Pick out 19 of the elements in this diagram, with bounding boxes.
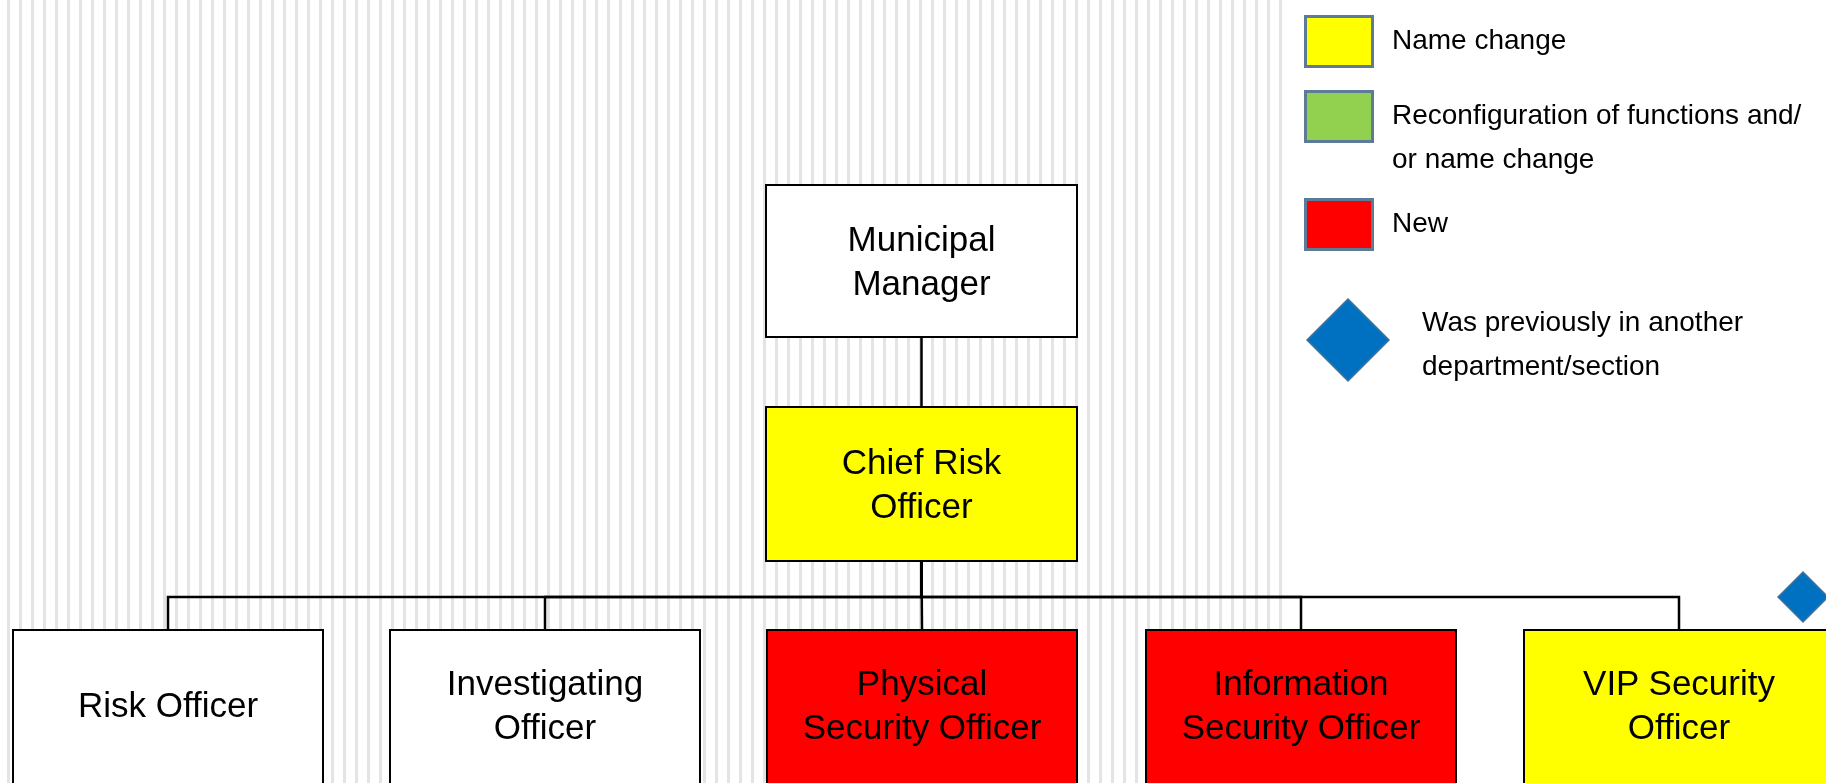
connector-line [920,338,923,406]
legend-text: New [1392,206,1449,240]
org-chart-box [765,184,1078,338]
org-chart-box [1145,629,1457,783]
role-title: Information Security Officer [1180,662,1422,748]
org-chart-box [1523,629,1826,783]
role-title: Chief Risk Officer [840,441,1003,527]
role-title: Investigating Officer [445,662,645,748]
role-title: VIP Security Officer [1582,662,1776,748]
org-chart-box [766,629,1078,783]
role-title: Physical Security Officer [801,662,1043,748]
legend-text: Was previously in another department/section [1422,305,1745,383]
org-chart-box [765,406,1078,562]
legend-text: Name change [1392,23,1568,57]
org-chart-box [12,629,324,783]
org-chart-box [389,629,701,783]
legend-text: Reconfiguration of functions and/ or name change [1392,98,1803,176]
role-title: Municipal Manager [846,218,997,304]
role-title: Risk Officer [77,684,259,726]
